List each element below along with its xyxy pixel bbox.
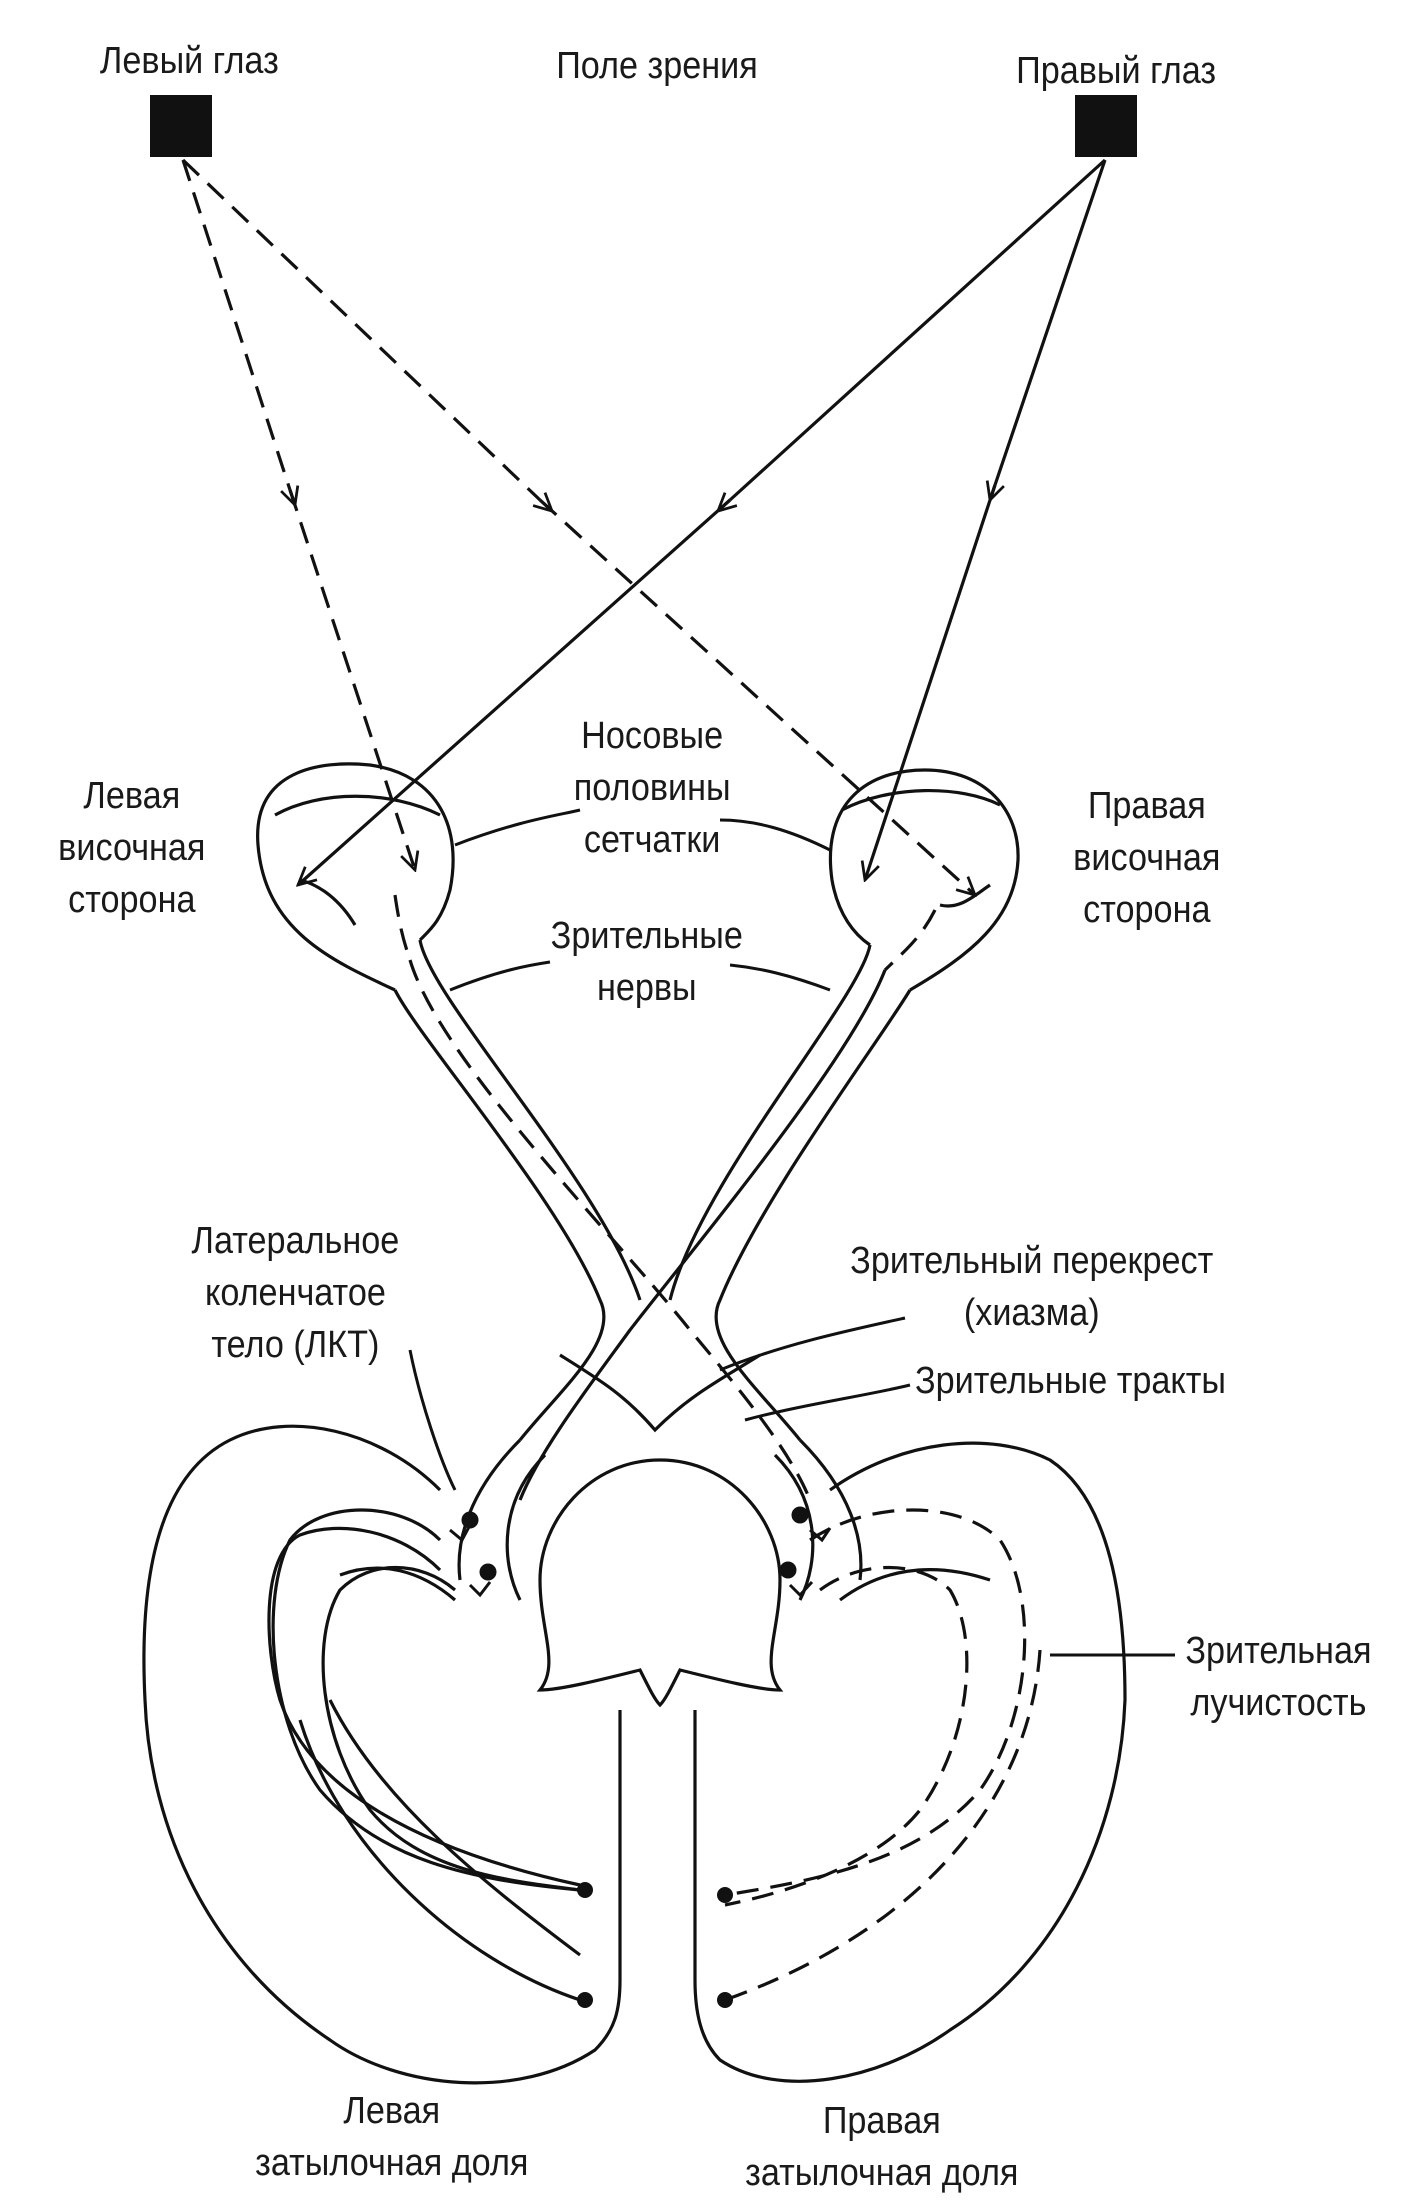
nasal-halves-label: Носовые половины сетчатки — [573, 715, 731, 861]
optic-radiation-right — [724, 1508, 1042, 2002]
lgn-label: Латеральное коленчатое тело (ЛКТ) — [191, 1220, 400, 1366]
right-eye-label: Правый глаз — [1016, 50, 1217, 92]
left-temporal-label: Левая височная сторона — [58, 775, 206, 921]
hemispheres — [142, 1424, 1127, 2085]
leader-lines — [408, 808, 1175, 1657]
right-eye-square — [1075, 95, 1137, 157]
visual-field-label: Поле зрения — [556, 45, 758, 87]
optic-radiation-label: Зрительная лучистость — [1185, 1630, 1372, 1724]
optic-nerves — [393, 894, 937, 1501]
left-occipital-label: Левая затылочная доля — [255, 2090, 529, 2184]
right-temporal-label: Правая височная сторона — [1073, 785, 1221, 931]
left-eye-rays — [181, 158, 975, 895]
right-eyeball — [828, 768, 1020, 992]
optic-nerves-label: Зрительные нервы — [550, 915, 743, 1009]
left-eyeball — [256, 762, 455, 992]
optic-tracts-label: Зрительные тракты — [915, 1360, 1227, 1402]
right-occipital-label: Правая затылочная доля — [745, 2100, 1019, 2194]
lgn-synapses — [449, 1506, 832, 1598]
left-eye-label: Левый глаз — [99, 40, 279, 82]
chiasm-label: Зрительный перекрест (хиазма) — [850, 1240, 1214, 1334]
chiasm-and-tracts — [457, 1353, 863, 1708]
left-eye-square — [150, 95, 212, 157]
cortex-endpoints — [577, 1882, 733, 2008]
right-eye-rays — [298, 158, 1107, 885]
optic-radiation-left — [271, 1508, 581, 2002]
